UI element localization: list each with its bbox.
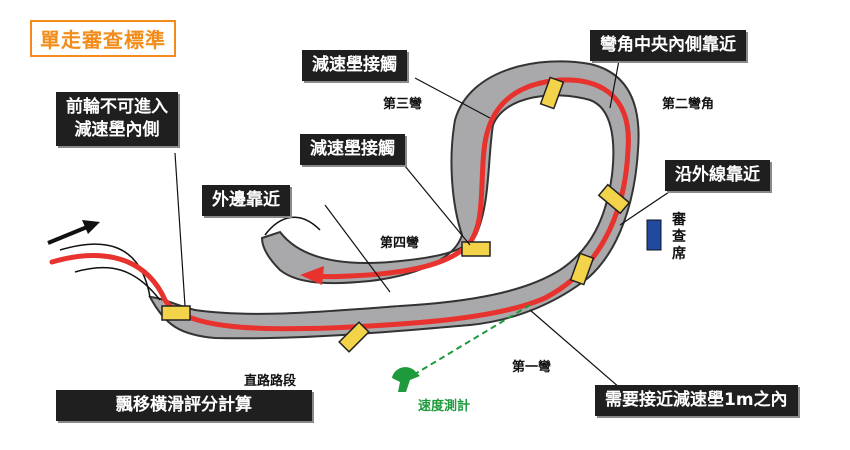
direction-arrow-icon [47, 220, 100, 245]
callout-outer-edge: 外邊靠近 [202, 185, 290, 216]
callout-drift-score: 飄移橫滑評分計算 [56, 390, 312, 421]
callout-outer-line: 沿外線靠近 [665, 160, 770, 191]
leader-lines [174, 54, 676, 389]
racing-line [49, 77, 631, 332]
barrier-straight [338, 321, 370, 353]
callout-barrier-touch-top: 減速壆接觸 [302, 50, 407, 81]
barrier-turn2 [539, 76, 565, 110]
label-judges: 審查席 [672, 212, 686, 262]
callout-front-wheel: 前輪不可進入 減速壆內側 [56, 92, 178, 146]
label-turn2: 第二彎角 [662, 97, 715, 112]
label-turn3: 第三彎 [383, 97, 423, 112]
barrier-turn1 [569, 252, 595, 286]
callout-front-wheel-line2: 減速壆內側 [74, 119, 160, 140]
page-title: 單走審查標準 [30, 20, 176, 57]
label-turn4: 第四彎 [380, 236, 420, 251]
track-surface [148, 60, 640, 340]
entry-guide-line-inner [74, 266, 161, 301]
speed-gun-icon [392, 367, 420, 392]
label-straight: 直路路段 [244, 374, 297, 389]
callout-within-1m: 需要接近減速壆1m之內 [595, 385, 798, 416]
exit-guide-line [264, 216, 321, 236]
callout-front-wheel-line1: 前輪不可進入 [66, 97, 168, 117]
barrier-entry [161, 305, 191, 321]
entry-guide-line-outer [59, 243, 151, 298]
label-turn1: 第一彎 [512, 360, 552, 375]
barrier-blocks [161, 76, 631, 353]
callout-corner-inside: 彎角中央內側靠近 [590, 30, 746, 61]
callout-barrier-touch-mid: 減速壆接觸 [300, 134, 405, 165]
barrier-turn1b [597, 183, 631, 215]
label-speed: 速度測計 [418, 399, 471, 414]
speed-measure-line [404, 304, 531, 381]
barrier-turn4 [461, 241, 491, 257]
racing-line-arrowhead [300, 266, 324, 285]
judges-booth [646, 219, 662, 251]
